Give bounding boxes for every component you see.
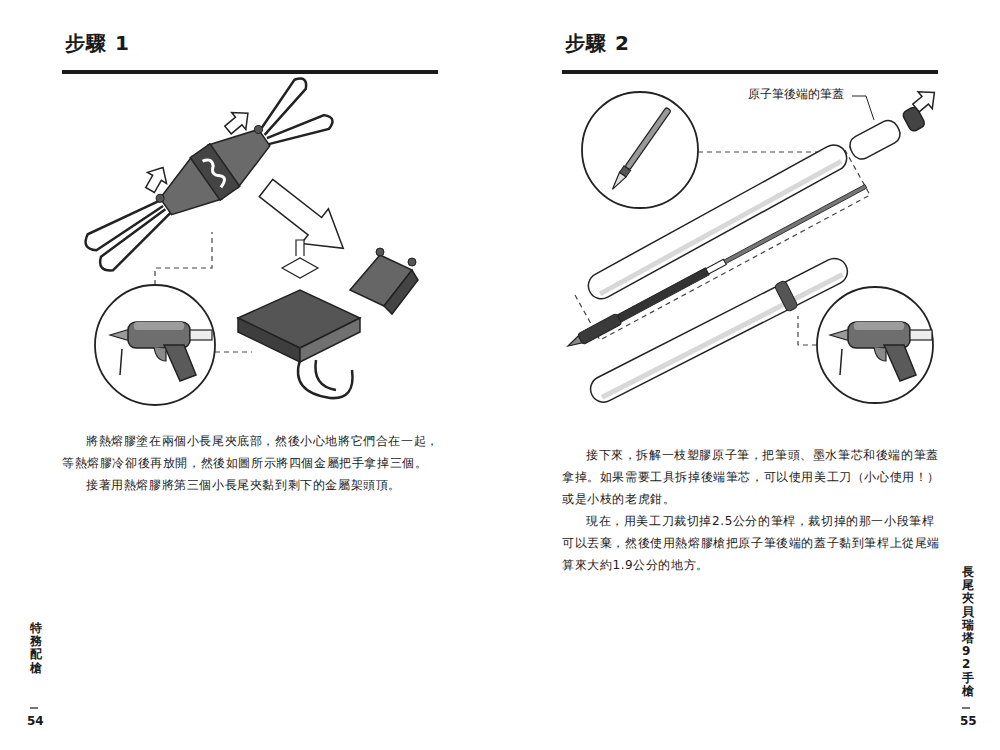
step-heading: 步驟 2 bbox=[565, 30, 630, 57]
page-dash bbox=[30, 707, 38, 708]
heading-rule bbox=[62, 70, 438, 74]
running-head: 長尾夾貝瑞塔92手槍 bbox=[962, 566, 974, 698]
body-text: 將熱熔膠塗在兩個小長尾夾底部，然後小心地將它們合在一起，等熱熔膠冷卻後再放開，然… bbox=[62, 430, 440, 474]
page-number: 55 bbox=[960, 714, 977, 728]
remove-arrow bbox=[140, 105, 255, 196]
big-arrow bbox=[252, 171, 356, 266]
glue-gun-inset bbox=[95, 232, 252, 405]
page-dash bbox=[962, 707, 970, 708]
end-cap bbox=[846, 84, 941, 162]
binder-clip-result bbox=[238, 240, 418, 398]
pen-barrel-cut bbox=[585, 252, 853, 408]
body-text: 接著用熱熔膠將第三個小長尾夾黏到剩下的金屬架頭頂。 bbox=[62, 474, 440, 496]
step-heading: 步驟 1 bbox=[65, 30, 130, 57]
glue-gun-inset bbox=[798, 287, 933, 403]
body-text: 現在，用美工刀裁切掉2.5公分的筆桿，裁切掉的那一小段筆桿可以丟棄，然後使用熱熔… bbox=[562, 510, 942, 576]
heading-rule bbox=[562, 70, 938, 74]
running-head: 特務配槍 bbox=[30, 622, 42, 675]
page-number: 54 bbox=[27, 714, 44, 728]
body-text: 接下來，拆解一枝塑膠原子筆，把筆頭、墨水筆芯和後端的筆蓋拿掉。如果需要工具拆掉後… bbox=[562, 444, 942, 510]
binder-clip-assembly bbox=[77, 75, 336, 281]
knife-inset bbox=[575, 92, 870, 340]
callout-label: 原子筆後端的筆蓋 bbox=[746, 86, 846, 103]
